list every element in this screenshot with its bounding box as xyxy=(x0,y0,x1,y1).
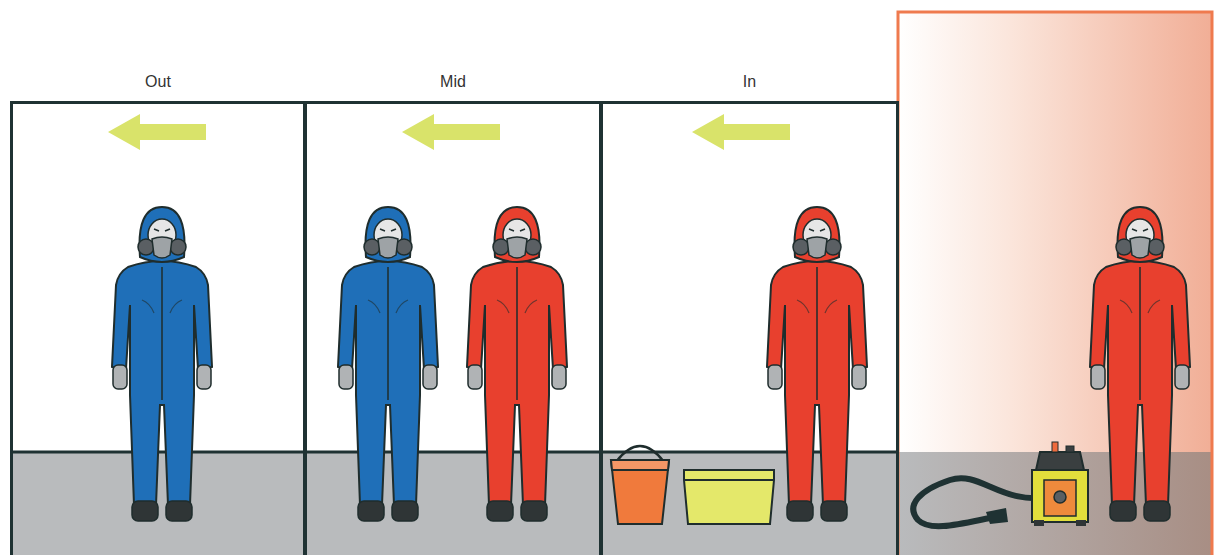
bucket xyxy=(611,460,669,524)
vacuum-handle xyxy=(1066,446,1074,452)
hazard-zone xyxy=(898,12,1212,555)
room-label: Out xyxy=(13,73,303,91)
exit-arrow xyxy=(692,114,790,150)
blue-suit-worker xyxy=(338,207,438,521)
vacuum-panel xyxy=(1044,480,1076,516)
room-label: In xyxy=(603,73,896,91)
vacuum-lid xyxy=(1036,452,1084,470)
vacuum-body xyxy=(1032,470,1088,522)
exit-arrow xyxy=(402,114,500,150)
red-suit-worker xyxy=(767,207,867,521)
hazard-border xyxy=(898,12,1212,555)
decon-room: Mid xyxy=(304,101,602,555)
vacuum-port xyxy=(1054,491,1066,503)
decon-room: In xyxy=(600,101,899,555)
room-label: Mid xyxy=(307,73,599,91)
red-suit-worker xyxy=(1090,207,1190,521)
red-suit-worker xyxy=(467,207,567,521)
vacuum-nozzle xyxy=(986,508,1008,524)
vacuum-wheel xyxy=(1076,520,1086,526)
blue-suit-worker xyxy=(112,207,212,521)
vacuum-wheel xyxy=(1034,520,1044,526)
exit-arrow xyxy=(108,114,206,150)
bucket-rim xyxy=(611,460,669,470)
vacuum-hose xyxy=(913,478,1050,526)
decon-room: Out xyxy=(10,101,306,555)
wash-tub xyxy=(684,470,774,524)
tub-rim xyxy=(684,479,774,481)
vacuum-switch xyxy=(1052,442,1058,452)
